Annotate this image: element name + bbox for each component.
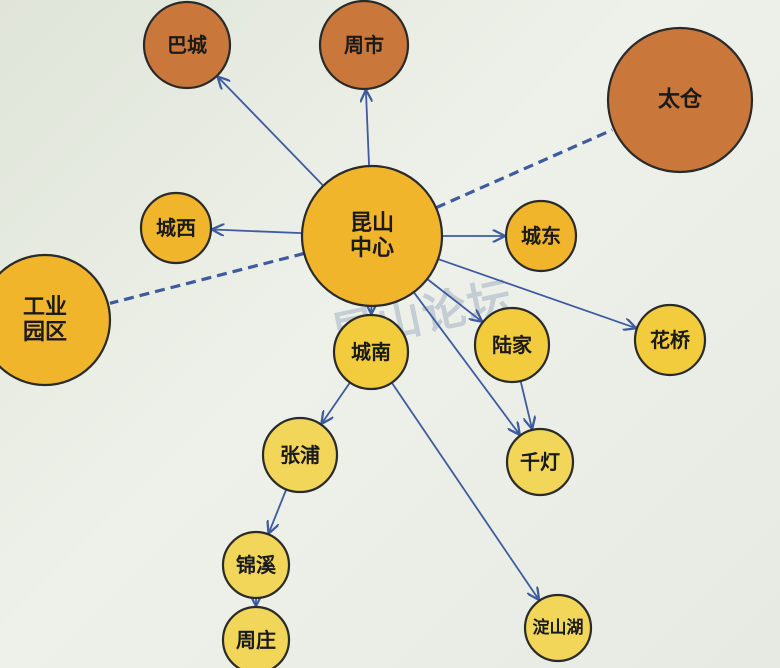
node-circle xyxy=(633,303,707,377)
edge-center-huaqiao xyxy=(437,258,635,328)
node-label: 城南 xyxy=(351,340,391,364)
edge-center-chengxi xyxy=(213,230,303,234)
node-zhoushi: 周市 xyxy=(318,0,410,91)
node-label: 张浦 xyxy=(280,443,320,467)
node-bacheng: 巴城 xyxy=(142,0,232,90)
node-zhouzhuang: 周庄 xyxy=(221,605,291,668)
node-label: 花桥 xyxy=(650,328,691,352)
node-zhangpu: 张浦 xyxy=(261,416,339,494)
edge-lujia-qiandeng xyxy=(519,380,532,428)
node-circle xyxy=(300,164,444,308)
node-circle xyxy=(0,253,112,387)
node-circle xyxy=(139,191,213,265)
edge-center-taicang xyxy=(435,128,613,210)
node-label: 工业 xyxy=(23,295,67,320)
node-label: 城西 xyxy=(156,216,196,240)
node-huaqiao: 花桥 xyxy=(633,303,707,377)
node-chengdong: 城东 xyxy=(504,199,578,273)
node-circle xyxy=(332,313,410,391)
node-circle xyxy=(261,416,339,494)
node-taicang: 太仓 xyxy=(606,26,754,174)
edge-center-qiandeng xyxy=(413,291,519,434)
node-label: 陆家 xyxy=(492,333,533,357)
edge-center-bacheng xyxy=(218,77,324,187)
node-lujia: 陆家 xyxy=(473,306,551,384)
node-circle xyxy=(606,26,754,174)
node-label: 巴城 xyxy=(167,33,207,57)
node-label: 城东 xyxy=(521,224,561,248)
node-circle xyxy=(221,605,291,668)
edge-center-zhoushi xyxy=(366,91,369,167)
node-circle xyxy=(523,593,593,663)
node-dianshanhu: 淀山湖 xyxy=(523,593,593,663)
edge-zhangpu-jinxi xyxy=(269,489,288,532)
edge-chengnan-dianshanhu xyxy=(391,382,539,599)
node-label: 昆山 xyxy=(350,211,394,236)
node-label: 锦溪 xyxy=(236,553,277,577)
node-circle xyxy=(473,306,551,384)
node-chengxi: 城西 xyxy=(139,191,213,265)
node-label: 周庄 xyxy=(236,628,276,652)
node-chengnan: 城南 xyxy=(332,313,410,391)
edge-chengnan-zhangpu xyxy=(322,381,351,422)
node-label: 淀山湖 xyxy=(533,617,584,638)
node-circle xyxy=(318,0,410,91)
node-circle xyxy=(142,0,232,90)
node-qiandeng: 千灯 xyxy=(505,427,575,497)
node-circle xyxy=(221,530,291,600)
node-jinxi: 锦溪 xyxy=(221,530,291,600)
node-label: 太仓 xyxy=(658,87,703,113)
node-label: 中心 xyxy=(350,236,394,261)
node-circle xyxy=(504,199,578,273)
node-circle xyxy=(505,427,575,497)
edge-center-lujia xyxy=(426,278,481,321)
edge-center-gongyeyuanqu xyxy=(109,251,305,305)
node-label: 园区 xyxy=(23,320,67,345)
node-label: 千灯 xyxy=(520,450,560,474)
node-label: 周市 xyxy=(344,33,384,57)
